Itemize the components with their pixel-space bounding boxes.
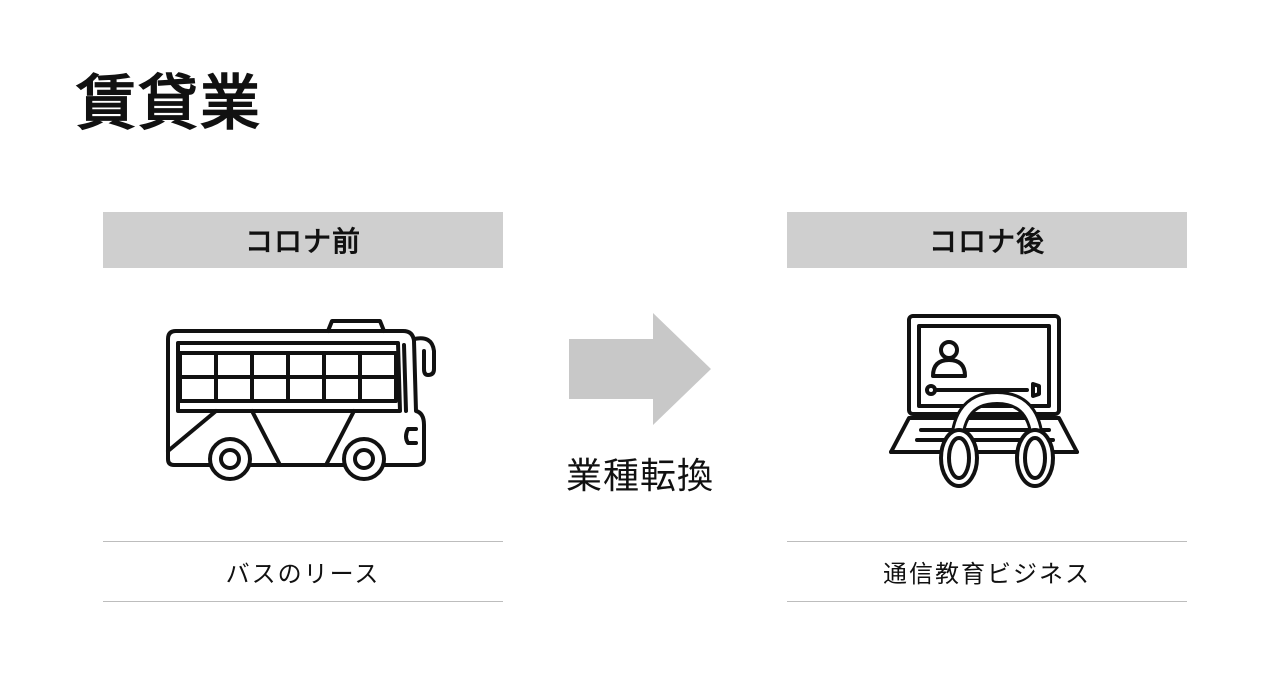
after-caption-top-rule [787, 541, 1187, 542]
page-title: 賃貸業 [76, 69, 262, 139]
after-caption: 通信教育ビジネス [883, 560, 1091, 588]
before-panel: コロナ前 [103, 212, 503, 602]
right-arrow-icon [569, 313, 711, 425]
bus-icon [166, 319, 436, 481]
before-caption-bottom-rule [103, 601, 503, 602]
transition-label: 業種転換 [565, 456, 714, 497]
after-panel: コロナ後 通信教育ビジネス [787, 212, 1187, 602]
before-header: コロナ前 [103, 212, 503, 268]
before-caption-top-rule [103, 541, 503, 542]
after-header: コロナ後 [787, 212, 1187, 268]
after-caption-bottom-rule [787, 601, 1187, 602]
laptop-headphones-icon [889, 314, 1079, 488]
before-caption: バスのリース [225, 560, 381, 588]
